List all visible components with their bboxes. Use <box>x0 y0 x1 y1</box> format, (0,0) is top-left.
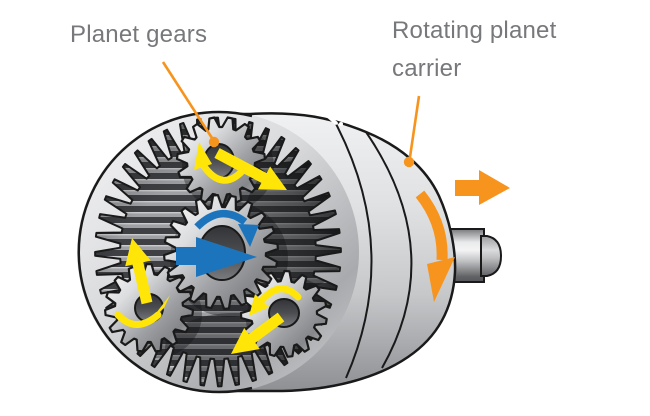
carrier-section-contour-1 <box>334 121 373 379</box>
output-shaft-cap <box>480 235 503 277</box>
ring-gear-outer-edge <box>77 110 253 394</box>
planet-gears-leader-line <box>161 61 214 139</box>
highlight-dash <box>327 115 338 125</box>
ring-gear-teeth <box>94 116 342 388</box>
planet-gears-leader-dot <box>208 136 220 148</box>
input-direction-arrow <box>176 237 257 277</box>
planet-gears-label: Planet gears <box>70 21 208 48</box>
planet-right-rotation-arc <box>258 285 302 304</box>
planet-top-rotation-arrow-head <box>194 142 212 170</box>
rotating-planet-carrier-label: Rotating planet carrier <box>392 17 557 82</box>
planet-top-arrows <box>194 142 287 190</box>
sun-gear-arrows <box>176 210 259 277</box>
carrier-leader-line <box>408 95 421 158</box>
carrier-arrows <box>415 170 510 302</box>
sun-rotation-arrow-head <box>238 224 259 247</box>
carrier-rotation-arrow-head <box>427 257 455 302</box>
planet-left-tangent-arrow <box>125 238 153 305</box>
carrier-leader-dot <box>403 156 415 168</box>
sun-rotation-arrow-arc <box>194 210 248 230</box>
planet-right-arrows <box>231 285 302 354</box>
planet-left-arrows <box>114 238 170 328</box>
highlight-dot <box>339 122 343 126</box>
carrier-section-contour-2 <box>365 131 413 369</box>
planet-right-rotation-arrow-head <box>249 294 269 316</box>
label-leaders <box>161 61 421 168</box>
planet-top-tangent-arrow <box>214 148 287 190</box>
planet-right-tangent-arrow <box>231 312 285 354</box>
output-direction-arrow <box>455 170 510 205</box>
planet-left-rotation-arc <box>114 311 162 328</box>
planet-left-rotation-arrow-head <box>150 295 170 321</box>
carrier-rotation-arc <box>415 190 448 261</box>
